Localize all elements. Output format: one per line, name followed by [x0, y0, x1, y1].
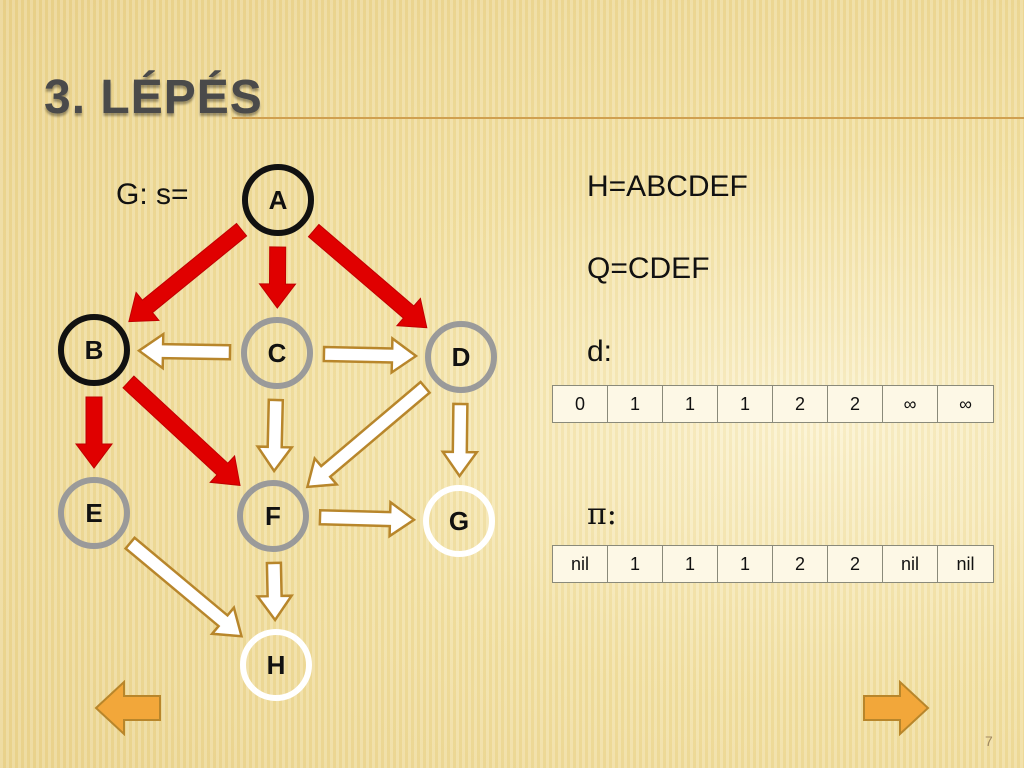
- d-cell-0: 0: [553, 386, 608, 422]
- d-cell-3: 1: [718, 386, 773, 422]
- queue-label: Q=CDEF: [587, 252, 710, 285]
- edge-b-f: [122, 375, 241, 486]
- d-cell-6: ∞: [883, 386, 938, 422]
- d-cell-1: 1: [608, 386, 663, 422]
- node-a-label: A: [269, 185, 288, 215]
- pi-cell-5: 2: [828, 546, 883, 582]
- edge-e-h: [123, 536, 244, 638]
- distance-label: d:: [587, 335, 613, 368]
- node-h: H: [240, 629, 312, 701]
- node-d-label: D: [452, 342, 471, 372]
- pi-cell-1: 1: [608, 546, 663, 582]
- node-c: C: [241, 317, 313, 389]
- pi-cell-6: nil: [883, 546, 938, 582]
- edge-b-e: [75, 396, 113, 469]
- edge-d-g: [440, 402, 480, 479]
- node-e-circle: [58, 477, 130, 549]
- node-f: F: [237, 480, 309, 552]
- node-h-label: H: [267, 650, 286, 680]
- node-b: B: [58, 314, 130, 386]
- node-h-circle: [240, 629, 312, 701]
- node-d-circle: [425, 321, 497, 393]
- d-cell-2: 1: [663, 386, 718, 422]
- edge-a-b: [128, 222, 248, 323]
- node-e-label: E: [85, 498, 102, 528]
- page-number: 7: [985, 733, 993, 749]
- title-underline: [232, 117, 1024, 119]
- pi-cell-3: 1: [718, 546, 773, 582]
- pi-cell-0: nil: [553, 546, 608, 582]
- node-d: D: [425, 321, 497, 393]
- pi-cell-7: nil: [956, 553, 975, 574]
- node-e: E: [58, 477, 130, 549]
- edge-d-f: [305, 380, 432, 489]
- edge-c-d: [322, 336, 419, 375]
- d-cell-7: ∞: [959, 393, 972, 414]
- arrow-right-icon: [863, 680, 930, 736]
- slide-title: 3. LÉPÉS: [44, 71, 263, 124]
- arrow-left-icon: [94, 680, 161, 736]
- pi-cell-4: 2: [773, 546, 828, 582]
- parent-label: π:: [587, 497, 617, 532]
- node-b-label: B: [85, 335, 104, 365]
- edge-a-d: [307, 223, 428, 329]
- node-g-circle: [423, 485, 495, 557]
- d-cell-5: 2: [828, 386, 883, 422]
- d-cell-4: 2: [773, 386, 828, 422]
- h-set-label: H=ABCDEF: [587, 170, 748, 203]
- edge-f-h: [255, 561, 294, 623]
- node-f-circle: [237, 480, 309, 552]
- edge-c-b: [136, 331, 232, 371]
- node-a: A: [242, 164, 314, 236]
- node-c-circle: [241, 317, 313, 389]
- node-g: G: [423, 485, 495, 557]
- edge-a-c: [258, 246, 297, 309]
- start-vertex-label: G: s=: [116, 178, 189, 211]
- node-g-label: G: [449, 506, 469, 536]
- node-a-circle: [242, 164, 314, 236]
- node-f-label: F: [265, 501, 281, 531]
- pi-cell-2: 1: [663, 546, 718, 582]
- next-slide-button[interactable]: [862, 680, 930, 736]
- edge-f-g: [318, 499, 417, 539]
- previous-slide-button[interactable]: [94, 680, 162, 736]
- edge-c-f: [255, 398, 295, 474]
- node-c-label: C: [268, 338, 287, 368]
- node-b-circle: [58, 314, 130, 386]
